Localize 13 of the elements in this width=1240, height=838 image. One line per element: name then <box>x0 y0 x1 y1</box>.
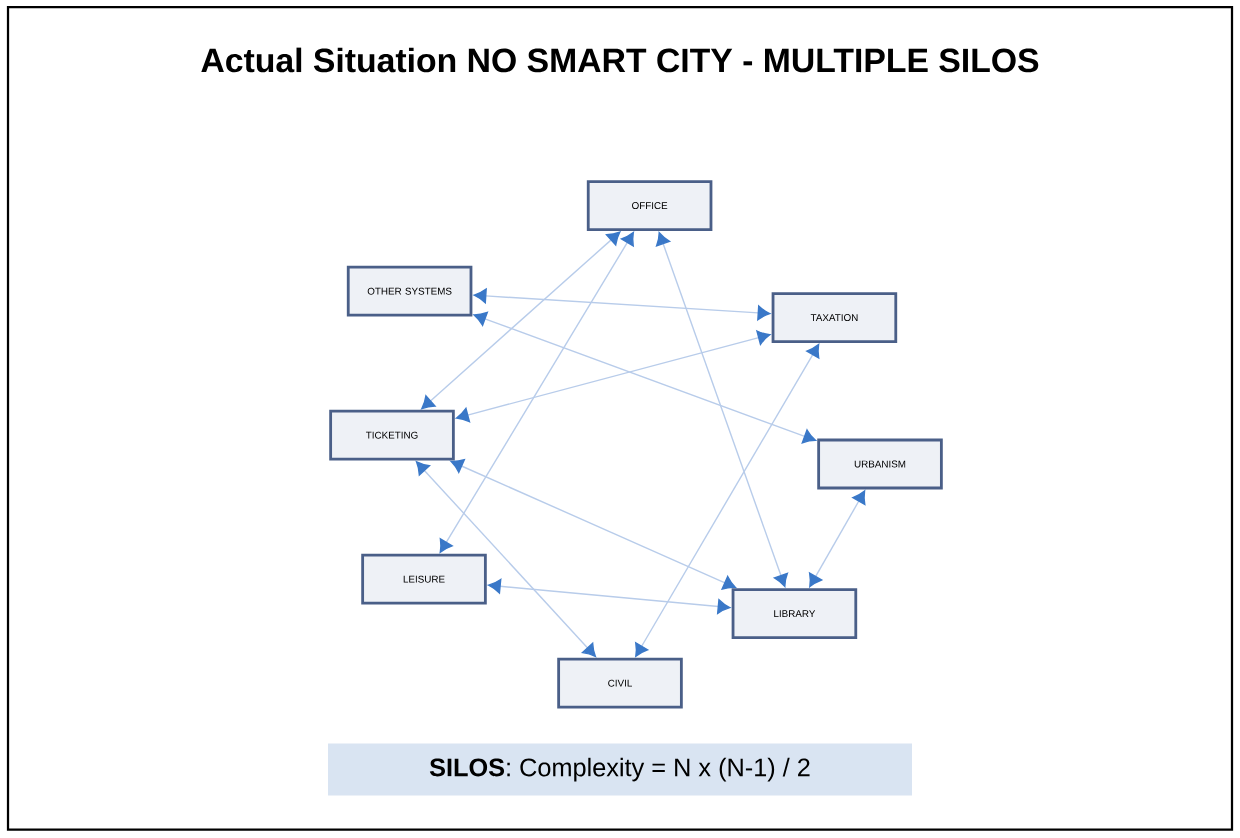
formula-banner: SILOS: Complexity = N x (N-1) / 2 <box>328 743 912 796</box>
connector <box>487 578 731 615</box>
connector <box>473 311 817 444</box>
connector <box>635 344 820 658</box>
title: Actual Situation NO SMART CITY - MULTIPLE SILOS <box>201 47 1039 73</box>
connector <box>655 232 789 588</box>
connector <box>415 461 597 658</box>
connector <box>421 231 621 410</box>
connector <box>439 232 634 554</box>
connector <box>450 459 737 590</box>
connector <box>473 288 771 321</box>
connector <box>455 330 771 423</box>
connector <box>808 490 866 588</box>
